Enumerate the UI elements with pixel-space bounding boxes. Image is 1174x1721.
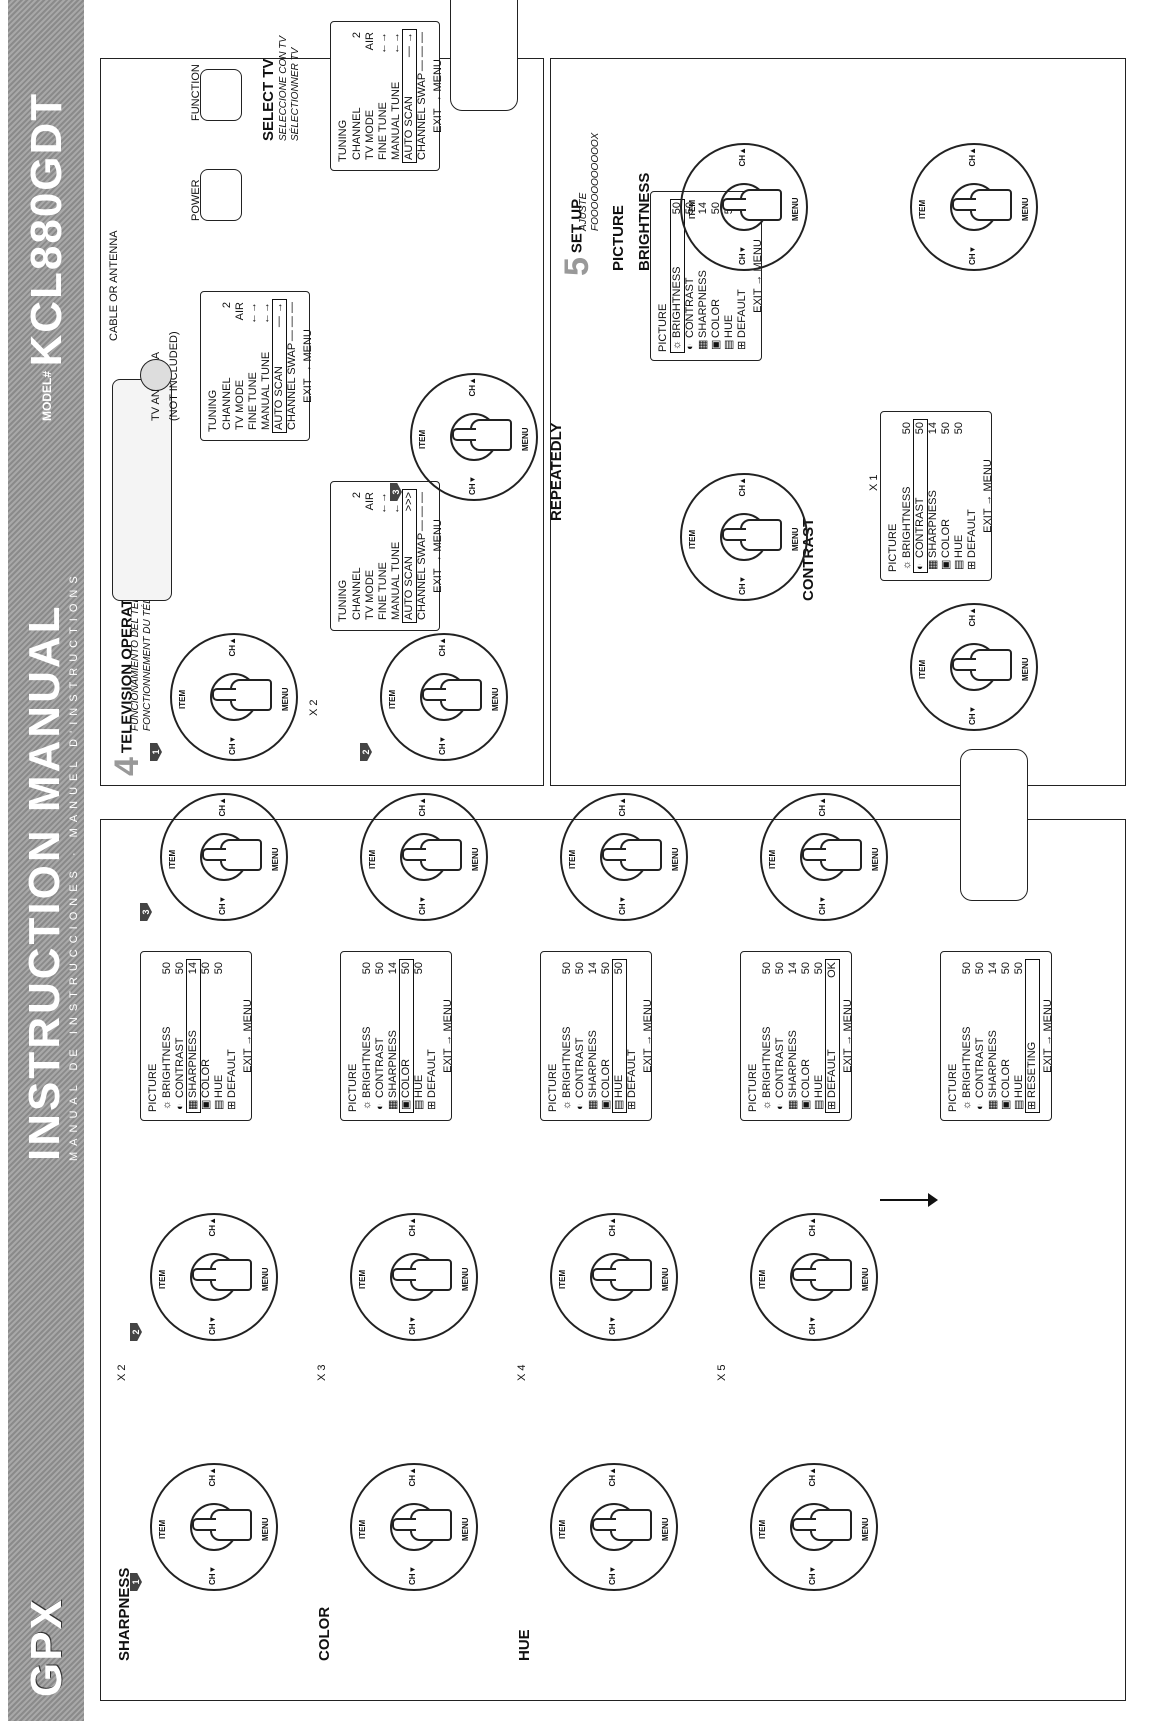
pointing-hand-icon bbox=[210, 1259, 252, 1291]
picture-heading: PICTURE bbox=[610, 205, 627, 271]
function-label: FUNCTION bbox=[190, 64, 202, 121]
section5-number: 5 bbox=[558, 257, 596, 276]
pointing-hand-icon bbox=[220, 839, 262, 871]
down-arrow-icon bbox=[880, 1199, 930, 1201]
section5-title-es: AJUSTE bbox=[578, 192, 589, 231]
press-count-label: X 3 bbox=[316, 1364, 328, 1381]
power-label: POWER bbox=[190, 179, 202, 221]
pointing-hand-icon bbox=[970, 649, 1012, 681]
pointing-hand-icon bbox=[810, 1509, 852, 1541]
pointing-hand-icon bbox=[210, 1509, 252, 1541]
remote-control-illustration bbox=[450, 0, 518, 111]
pointing-hand-icon bbox=[410, 1259, 452, 1291]
function-button bbox=[200, 69, 242, 121]
press-count-label: X 2 bbox=[116, 1364, 128, 1381]
header-banner: GPX INSTRUCTION MANUAL MANUAL DE INSTRUC… bbox=[8, 0, 84, 1721]
pointing-hand-icon bbox=[810, 1259, 852, 1291]
color-heading: COLOR bbox=[316, 1606, 333, 1661]
tv-set-illustration bbox=[112, 379, 172, 601]
select-tv-label: SELECT TV bbox=[260, 58, 277, 141]
press-count-label: X 5 bbox=[716, 1364, 728, 1381]
antenna-connector bbox=[140, 359, 172, 391]
select-tv-fr: SÉLECTIONNER TV bbox=[290, 47, 301, 141]
select-tv-es: SELECCIONE CON TV bbox=[278, 35, 289, 141]
model-badge: MODEL# KCL880GDT bbox=[22, 92, 72, 421]
pointing-hand-icon bbox=[970, 189, 1012, 221]
manual-subtitle: MANUAL DE INSTRUCCIONES · MANUEL D'INSTR… bbox=[68, 570, 80, 1161]
model-number: KCL880GDT bbox=[22, 91, 71, 367]
power-button bbox=[200, 169, 242, 221]
pointing-hand-icon bbox=[610, 1259, 652, 1291]
hue-heading: HUE bbox=[516, 1629, 533, 1661]
brand-logo: GPX bbox=[22, 1598, 71, 1697]
pointing-hand-icon bbox=[820, 839, 862, 871]
pointing-hand-icon bbox=[610, 1509, 652, 1541]
press-count-label: X 1 bbox=[868, 474, 880, 491]
model-label: MODEL# bbox=[40, 370, 54, 421]
pointing-hand-icon bbox=[620, 839, 662, 871]
remote-control-illustration bbox=[960, 749, 1028, 901]
section5-title-fr: FOOOOOOOOOOOX bbox=[590, 132, 601, 231]
press-count-label: X 4 bbox=[516, 1364, 528, 1381]
press-count-label: X 2 bbox=[308, 699, 320, 716]
cable-antenna-label: CABLE OR ANTENNA bbox=[108, 230, 120, 341]
pointing-hand-icon bbox=[740, 519, 782, 551]
pointing-hand-icon bbox=[470, 419, 512, 451]
manual-title: INSTRUCTION MANUAL bbox=[20, 603, 69, 1161]
repeatedly-label: REPEATEDLY bbox=[548, 422, 565, 521]
pointing-hand-icon bbox=[740, 189, 782, 221]
pointing-hand-icon bbox=[440, 679, 482, 711]
section4-number: 4 bbox=[108, 757, 146, 776]
panel-set-up bbox=[550, 58, 1126, 786]
pointing-hand-icon bbox=[230, 679, 272, 711]
pointing-hand-icon bbox=[420, 839, 462, 871]
pointing-hand-icon bbox=[410, 1509, 452, 1541]
